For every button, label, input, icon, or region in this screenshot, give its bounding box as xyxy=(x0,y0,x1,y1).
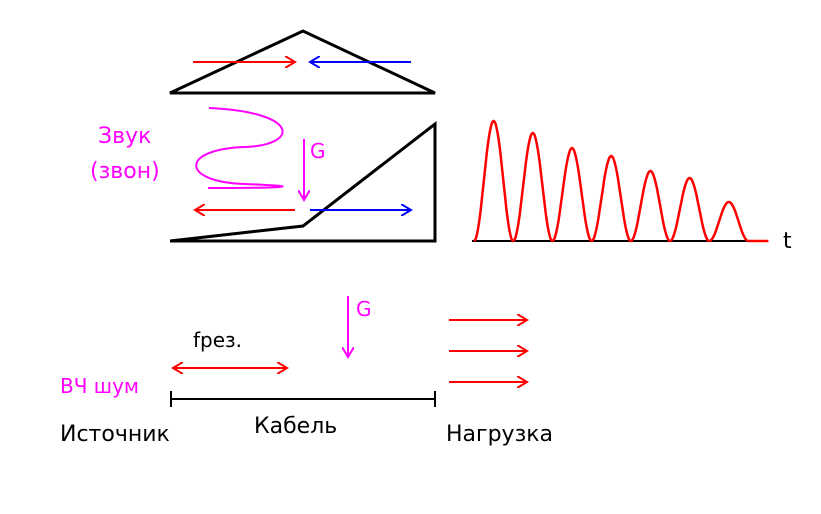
gravity-label-lower: G xyxy=(356,297,372,321)
cable-label: Кабель xyxy=(254,414,337,439)
load-label: Нагрузка xyxy=(446,422,553,447)
sound-paren-label: (звон) xyxy=(90,159,160,184)
source-label: Источник xyxy=(60,422,170,447)
resonance-frequency-label: fрез. xyxy=(193,328,242,352)
damped-oscillation-curve xyxy=(473,119,769,243)
sound-label: Звук xyxy=(98,124,151,149)
gravity-label-upper: G xyxy=(310,139,326,163)
middle-triangle-shape xyxy=(169,120,437,243)
time-axis-label: t xyxy=(783,229,792,254)
hf-noise-label: ВЧ шум xyxy=(60,374,139,398)
sound-wave xyxy=(195,107,284,189)
